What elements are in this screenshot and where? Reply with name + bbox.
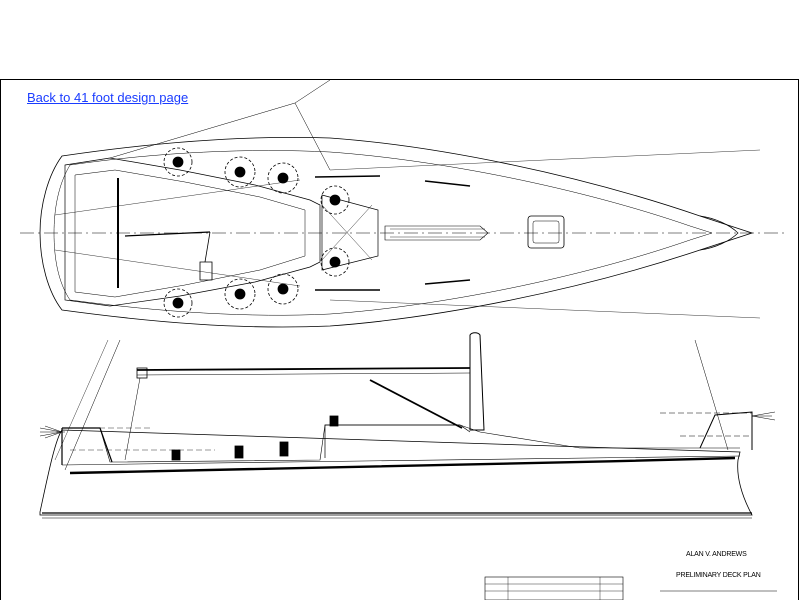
deck-edge-line <box>53 150 713 316</box>
genoa-track-port <box>314 175 381 178</box>
rig-line-fwd <box>329 149 761 171</box>
plan-view <box>20 79 785 328</box>
bow-pulpit-plan <box>699 215 739 251</box>
tiller-arm <box>199 231 213 281</box>
sheer-line <box>61 455 741 466</box>
profile-view <box>39 332 776 519</box>
boom-end <box>136 367 148 379</box>
hull-outline-plan <box>39 136 754 328</box>
drawing-frame <box>0 79 799 600</box>
sheet-line-port <box>54 179 301 216</box>
sheet-line-stbd <box>54 249 301 287</box>
mainsheet-profile <box>124 377 141 461</box>
deck-profile <box>62 424 740 463</box>
genoa-track-stbd-2 <box>424 279 471 285</box>
designer-name: ALAN V. ANDREWS <box>686 551 747 558</box>
rig-line-upper <box>109 102 296 159</box>
backstay <box>64 339 121 471</box>
mast-base-plan <box>384 225 489 241</box>
winches-port <box>163 147 350 215</box>
boom-lower <box>136 372 471 376</box>
mast-profile <box>469 332 485 431</box>
title-grid <box>484 576 624 600</box>
drawing-title: PRELIMINARY DECK PLAN <box>676 572 761 579</box>
rig-line-fwd2 <box>329 299 761 319</box>
forestay <box>694 339 729 451</box>
winches-starboard <box>163 247 350 318</box>
cockpit-inner <box>74 169 306 298</box>
sheer-stripe <box>69 456 736 475</box>
stern-flag-marks <box>39 425 63 439</box>
genoa-track-port-2 <box>424 180 471 187</box>
cabin-trunk-profile <box>324 424 471 458</box>
back-to-design-page-link[interactable]: Back to 41 foot design page <box>27 90 189 105</box>
tiller <box>124 231 211 237</box>
cabin-top-plan <box>321 194 379 271</box>
boom <box>136 367 471 371</box>
boom-vang <box>369 379 463 429</box>
cabin-cross-b <box>321 204 373 261</box>
cockpit-outline <box>64 157 321 307</box>
forward-hatch <box>527 215 565 249</box>
bow-pulpit-profile <box>699 411 753 450</box>
rig-line-upper2 <box>294 79 331 104</box>
backstay-2 <box>54 339 109 461</box>
winches-profile <box>171 415 339 461</box>
bow-flag-marks <box>751 411 776 421</box>
rig-line-lower <box>294 102 331 171</box>
forward-hatch-inner <box>532 220 560 244</box>
title-block: ALAN V. ANDREWS PRELIMINARY DECK PLAN <box>484 551 777 600</box>
